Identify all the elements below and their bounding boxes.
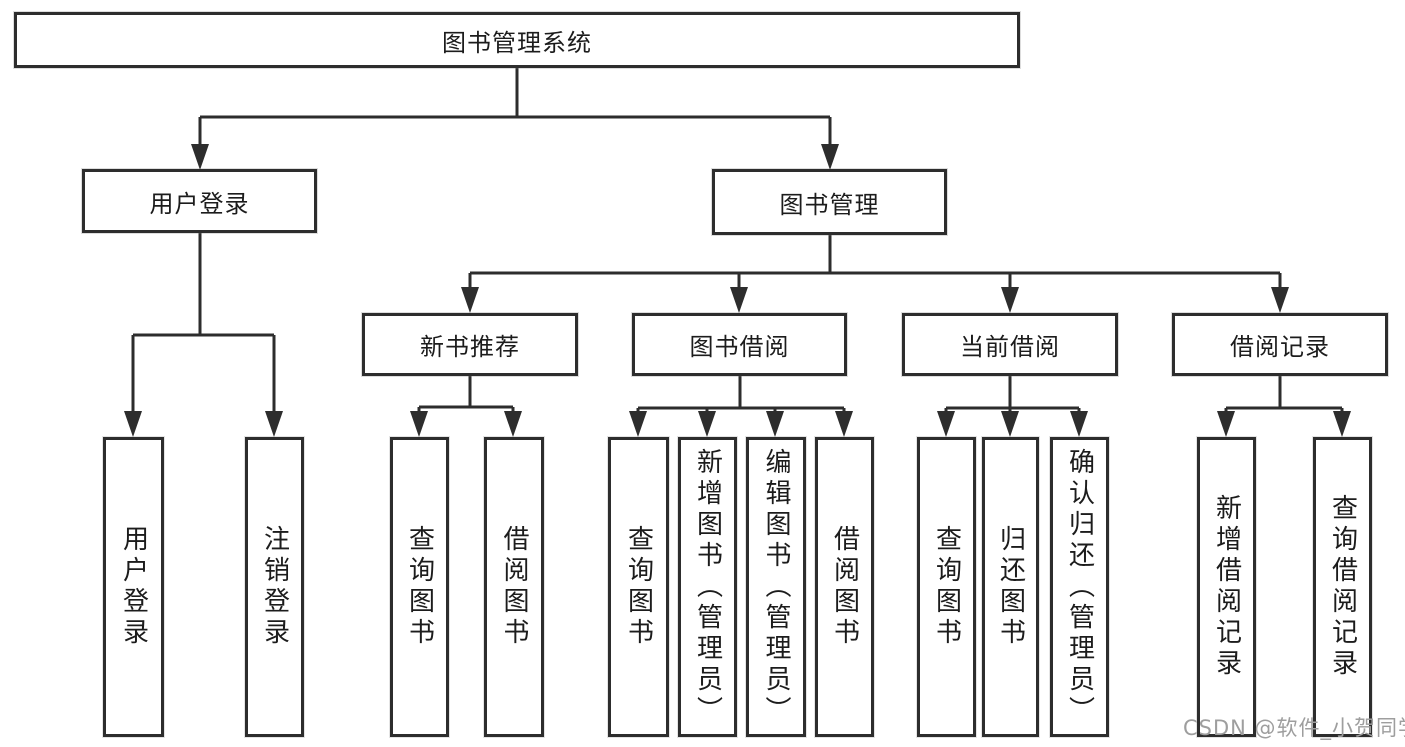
csdn-watermark: CSDN @软件_小贺同学 [1183, 716, 1405, 740]
leaf-query-books-recommend: 查询图书 [390, 437, 449, 737]
node-book-borrow: 图书借阅 [632, 313, 847, 376]
leaf-user-login: 用户登录 [103, 437, 164, 737]
leaf-edit-books-admin: 编辑图书（管理员） [746, 437, 806, 737]
leaf-logout: 注销登录 [245, 437, 304, 737]
leaf-query-books-current: 查询图书 [917, 437, 976, 737]
leaf-borrow-books-label: 借阅图书 [829, 525, 860, 649]
leaf-add-borrow-record: 新增借阅记录 [1197, 437, 1256, 737]
node-current-borrow: 当前借阅 [902, 313, 1118, 376]
leaf-query-borrow-record: 查询借阅记录 [1313, 437, 1372, 737]
leaf-borrow-books: 借阅图书 [815, 437, 874, 737]
leaf-return-books-label: 归还图书 [995, 525, 1026, 649]
node-book-management: 图书管理 [712, 169, 947, 235]
leaf-borrow-books-recommend: 借阅图书 [484, 437, 544, 737]
leaf-query-books-current-label: 查询图书 [931, 525, 962, 649]
node-new-book-recommend-label: 新书推荐 [420, 333, 520, 361]
leaf-query-books-borrow: 查询图书 [608, 437, 669, 737]
leaf-add-borrow-record-label: 新增借阅记录 [1211, 494, 1242, 680]
node-new-book-recommend: 新书推荐 [362, 313, 578, 376]
leaf-query-books-borrow-label: 查询图书 [623, 525, 654, 649]
node-book-management-label: 图书管理 [779, 190, 880, 219]
leaf-user-login-label: 用户登录 [118, 525, 149, 649]
leaf-query-books-recommend-label: 查询图书 [404, 525, 435, 649]
leaf-add-books-admin-label: 新增图书（管理员） [692, 447, 723, 727]
node-user-login: 用户登录 [82, 169, 317, 233]
leaf-add-books-admin: 新增图书（管理员） [678, 437, 737, 737]
leaf-confirm-return-admin-label: 确认归还（管理员） [1064, 447, 1095, 727]
node-user-login-label: 用户登录 [149, 189, 250, 218]
node-root: 图书管理系统 [14, 12, 1020, 68]
leaf-query-borrow-record-label: 查询借阅记录 [1327, 494, 1358, 680]
leaf-logout-label: 注销登录 [259, 525, 290, 649]
node-borrow-records-label: 借阅记录 [1230, 333, 1330, 361]
leaf-return-books: 归还图书 [982, 437, 1039, 737]
leaf-edit-books-admin-label: 编辑图书（管理员） [761, 447, 791, 727]
node-borrow-records: 借阅记录 [1172, 313, 1388, 376]
node-book-borrow-label: 图书借阅 [689, 333, 790, 361]
leaf-confirm-return-admin: 确认归还（管理员） [1050, 437, 1109, 737]
node-root-label: 图书管理系统 [442, 28, 592, 57]
leaf-borrow-books-recommend-label: 借阅图书 [499, 525, 529, 649]
node-current-borrow-label: 当前借阅 [960, 333, 1060, 361]
